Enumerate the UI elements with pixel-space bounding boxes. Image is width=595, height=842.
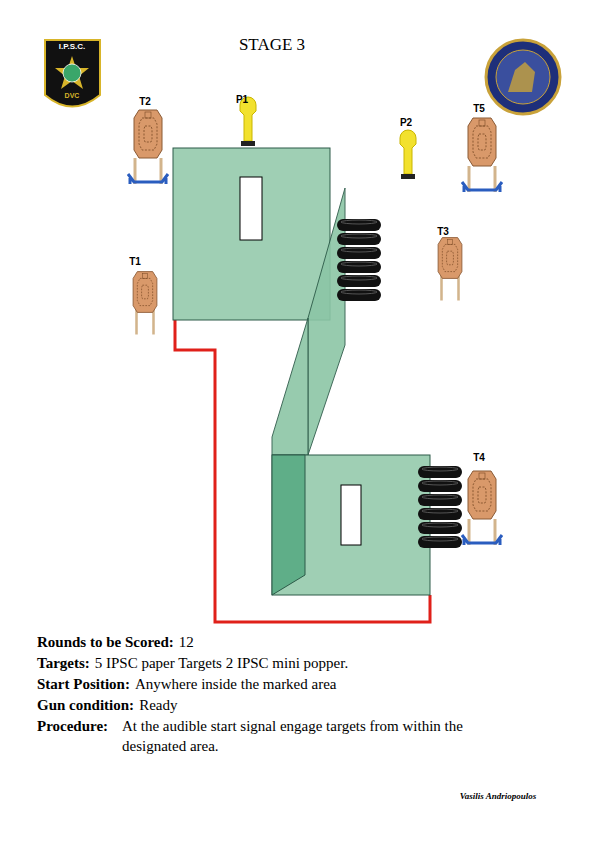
target-label: T4 <box>473 452 485 463</box>
stage-title: STAGE 3 <box>239 35 305 55</box>
field-name: Rounds to be Scored: <box>37 632 174 652</box>
info-row: Gun condition:Ready <box>37 695 557 715</box>
author-signature: Vasilis Andriopoulos <box>460 791 536 801</box>
target-label: T5 <box>473 103 485 114</box>
field-name: Procedure: <box>37 716 117 756</box>
field-value: Ready <box>139 695 177 715</box>
info-row: Procedure:At the audible start signal en… <box>37 716 557 756</box>
target-label: T1 <box>129 256 141 267</box>
field-name: Targets: <box>37 653 90 673</box>
target-label: T3 <box>437 226 449 237</box>
info-row: Rounds to be Scored:12 <box>37 632 557 652</box>
field-name: Start Position: <box>37 674 130 694</box>
popper-label: P1 <box>236 94 248 105</box>
logo-text: DVC <box>65 92 80 99</box>
field-value: 5 IPSC paper Targets 2 IPSC mini popper. <box>95 653 348 673</box>
popper-label: P2 <box>400 117 412 128</box>
field-value: Anywhere inside the marked area <box>135 674 337 694</box>
logo-text: I.P.S.C. <box>59 42 86 51</box>
info-row: Targets:5 IPSC paper Targets 2 IPSC mini… <box>37 653 557 673</box>
info-row: Start Position:Anywhere inside the marke… <box>37 674 557 694</box>
field-value: 12 <box>179 632 194 652</box>
field-value: At the audible start signal engage targe… <box>122 716 502 756</box>
target-label: T2 <box>139 96 151 107</box>
field-name: Gun condition: <box>37 695 134 715</box>
